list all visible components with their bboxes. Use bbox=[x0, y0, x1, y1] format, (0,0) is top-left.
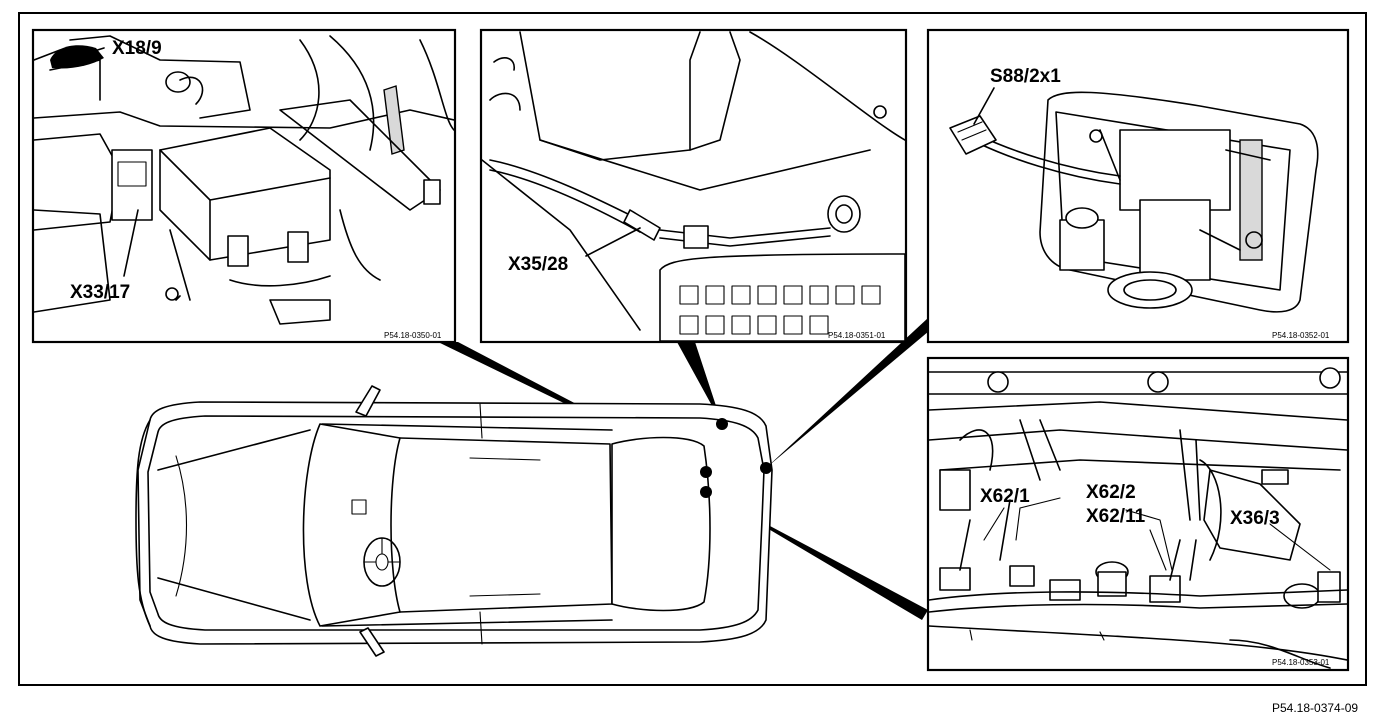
panel-top-right: S88/2x1 P54.18-0352-01 bbox=[926, 28, 1350, 344]
panel-bottom-right: X62/1 X62/2 X62/11 X36/3 P54.18-0353-01 bbox=[926, 356, 1350, 672]
locator-dot-s88 bbox=[760, 462, 772, 474]
locator-dot-x35-28 bbox=[716, 418, 728, 430]
outer-frame bbox=[18, 12, 1367, 686]
panel-ref-top-left: P54.18-0350-01 bbox=[384, 331, 442, 340]
label-x36-3: X36/3 bbox=[1230, 508, 1280, 529]
panel-ref-top-middle: P54.18-0351-01 bbox=[828, 331, 886, 340]
label-x62-11: X62/11 bbox=[1086, 506, 1146, 527]
leader-top-middle bbox=[677, 342, 722, 424]
label-s88-2x1: S88/2x1 bbox=[990, 66, 1061, 87]
leader-top-right bbox=[766, 318, 935, 468]
label-x33-17: X33/17 bbox=[70, 282, 130, 303]
label-x35-28: X35/28 bbox=[508, 254, 568, 275]
label-x62-1: X62/1 bbox=[980, 486, 1030, 507]
locator-dot-x62 bbox=[700, 486, 712, 498]
label-x62-2: X62/2 bbox=[1086, 482, 1136, 503]
panel-top-middle: X35/28 P54.18-0351-01 bbox=[479, 28, 908, 344]
label-x18-9: X18/9 bbox=[112, 38, 162, 59]
panel-top-left: X18/9 X33/17 P54.18-0350-01 bbox=[31, 28, 457, 344]
figure-ref: P54.18-0374-09 bbox=[1272, 701, 1358, 715]
panel-ref-bottom-right: P54.18-0353-01 bbox=[1272, 658, 1330, 667]
panel-ref-top-right: P54.18-0352-01 bbox=[1272, 331, 1330, 340]
locator-dot-fusebox bbox=[700, 466, 712, 478]
car-top-view bbox=[135, 385, 773, 657]
